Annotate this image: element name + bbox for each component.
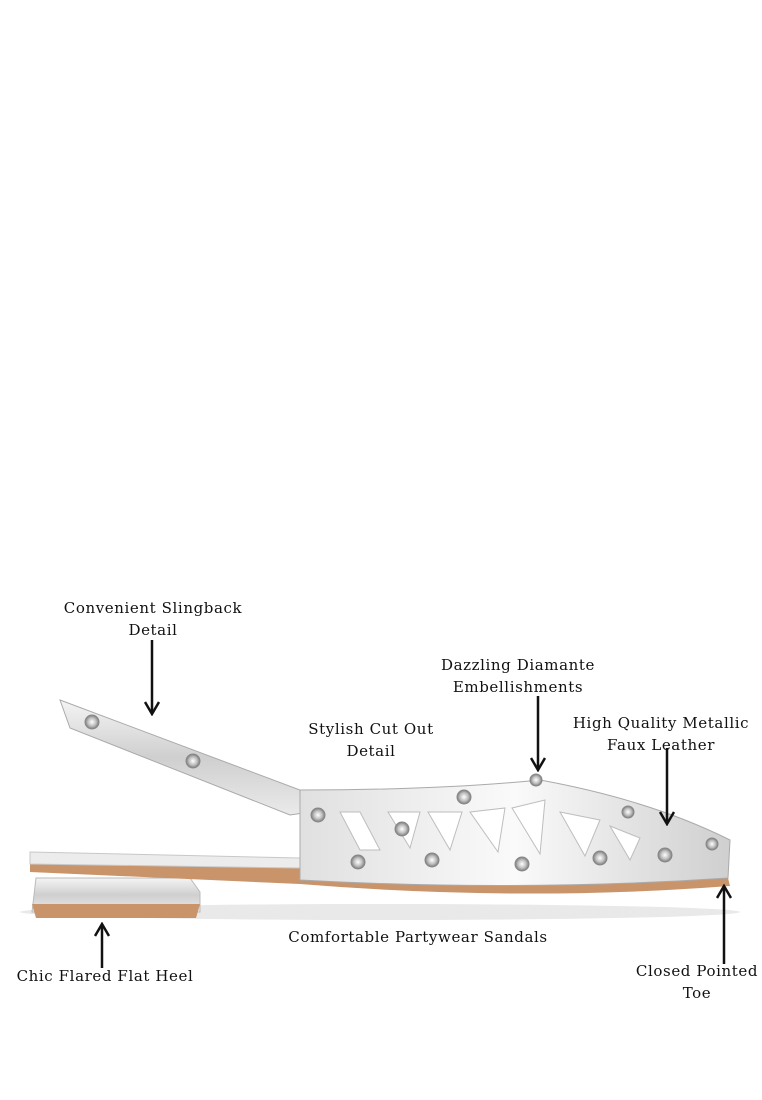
annotation-partywear-line1: Comfortable Partywear Sandals [288,928,548,946]
annotation-slingback: Convenient Slingback Detail [40,597,266,641]
arrow-icon [530,696,546,772]
annotation-leather-line2: Faux Leather [607,736,715,754]
annotation-cutout-line1: Stylish Cut Out [308,720,434,738]
arrow-icon [144,640,160,716]
annotation-slingback-line1: Convenient Slingback [63,599,243,617]
annotation-leather: High Quality Metallic Faux Leather [568,712,754,756]
annotation-slingback-line2: Detail [128,621,178,639]
annotation-toe: Closed Pointed Toe [624,960,762,1004]
annotation-cutout: Stylish Cut Out Detail [296,718,446,762]
annotation-diamante: Dazzling Diamante Embellishments [420,654,616,698]
annotation-heel: Chic Flared Flat Heel [10,965,200,987]
arrow-icon [659,748,675,826]
annotation-partywear: Comfortable Partywear Sandals [270,926,566,948]
annotation-cutout-line2: Detail [346,742,396,760]
annotation-diamante-line2: Embellishments [452,678,584,696]
annotation-heel-line1: Chic Flared Flat Heel [16,967,194,985]
arrow-icon [716,884,732,964]
arrow-icon [94,922,110,968]
annotation-toe-line1: Closed Pointed [635,962,759,980]
annotation-leather-line1: High Quality Metallic [572,714,750,732]
annotation-diamante-line1: Dazzling Diamante [440,656,596,674]
annotation-toe-line2: Toe [682,984,712,1002]
shoe-product-image [20,699,740,920]
